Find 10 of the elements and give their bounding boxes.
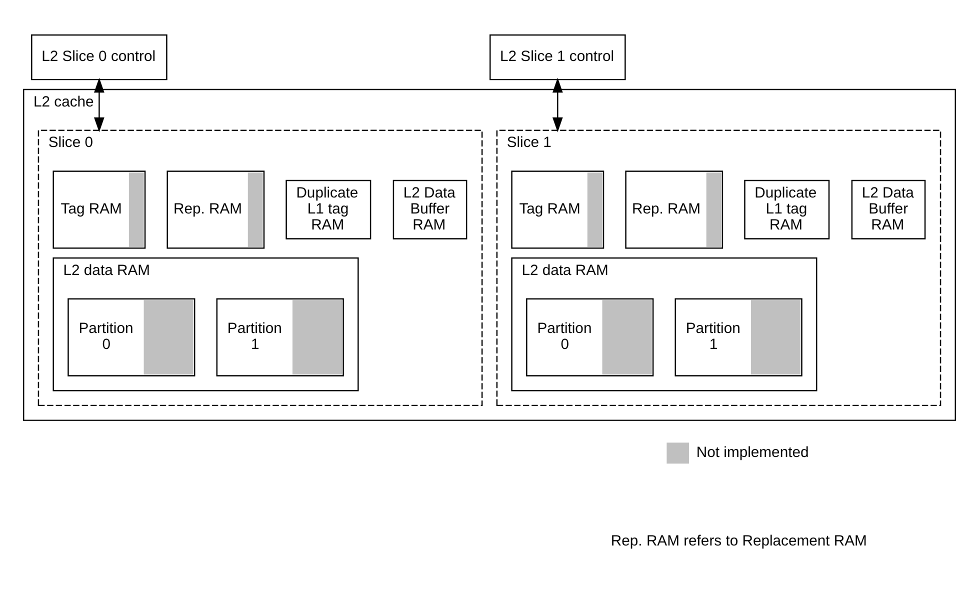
node-box: L2 Data Buffer RAM <box>392 179 468 239</box>
node-box: L2 Slice 1 control <box>490 34 626 80</box>
node-box: L2 Data Buffer RAM <box>851 179 926 239</box>
legend-label: Not implemented <box>696 444 809 460</box>
node-box: Duplicate L1 tag RAM <box>744 179 830 239</box>
label: Rep. RAM refers to Replacement RAM <box>610 533 867 550</box>
node-box: L2 Slice 0 control <box>31 34 168 80</box>
arrow <box>94 77 104 132</box>
node-box: Duplicate L1 tag RAM <box>286 179 372 239</box>
arrow <box>552 77 563 132</box>
